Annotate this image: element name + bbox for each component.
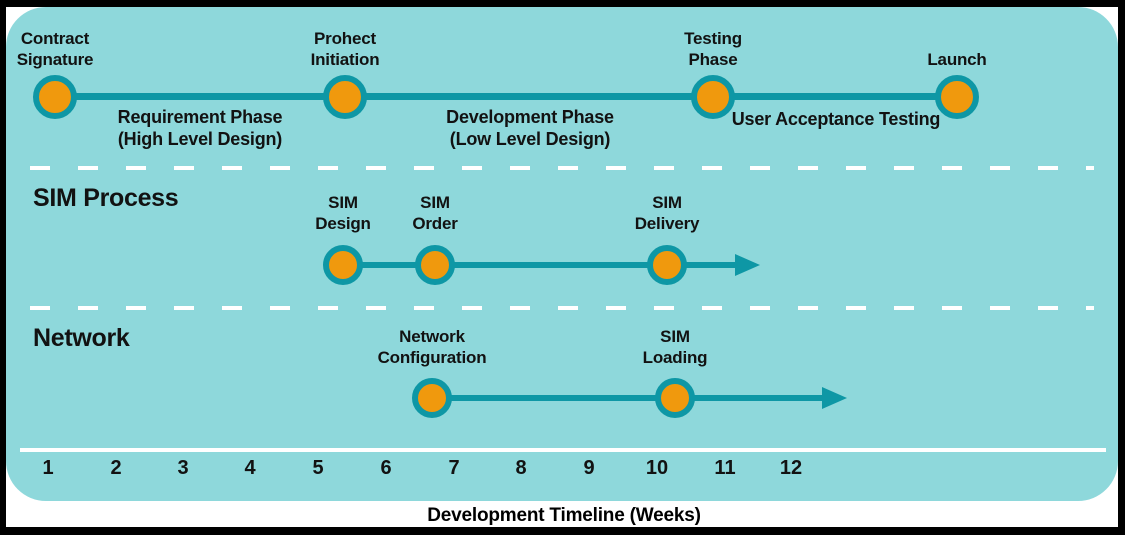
section-title-sim-process: SIM Process: [33, 184, 179, 212]
week-tick-label: 11: [714, 457, 736, 479]
main-timeline-line: [55, 93, 957, 100]
week-tick-label: 9: [583, 457, 595, 479]
network-line: [432, 395, 824, 401]
axis-title: Development Timeline (Weeks): [427, 505, 701, 526]
week-tick-label: 4: [244, 457, 256, 479]
week-tick-label: 7: [448, 457, 460, 479]
milestone-dot-sim-loading: [655, 378, 695, 418]
week-tick-label: 3: [177, 457, 189, 479]
timeline-panel: [6, 7, 1118, 501]
milestone-dot-sim-delivery: [647, 245, 687, 285]
milestone-dot-project-initiation: [323, 75, 367, 119]
section-title-network: Network: [33, 324, 130, 352]
sim-process-line: [343, 262, 737, 268]
milestone-label-testing-phase: Testing Phase: [684, 29, 742, 69]
milestone-label-sim-loading: SIM Loading: [642, 327, 708, 367]
milestone-dot-sim-design: [323, 245, 363, 285]
week-tick-label: 2: [110, 457, 122, 479]
milestone-label-launch: Launch: [927, 50, 987, 69]
milestone-label-project-initiation: Prohect Initiation: [310, 29, 380, 69]
week-tick-label: 1: [42, 457, 54, 479]
milestone-label-contract-signature: Contract Signature: [16, 29, 94, 69]
milestone-dot-testing-phase: [691, 75, 735, 119]
milestone-dot-network-configuration: [412, 378, 452, 418]
network-arrow-head-icon: [822, 387, 847, 409]
milestone-dot-sim-order: [415, 245, 455, 285]
week-tick-label: 5: [312, 457, 324, 479]
sim-process-arrow-head-icon: [735, 254, 760, 276]
week-axis-line: [20, 448, 1106, 452]
phase-label-requirement-phase: Requirement Phase (High Level Design): [117, 107, 283, 149]
week-tick-label: 10: [645, 457, 669, 479]
milestone-label-network-configuration: Network Configuration: [377, 327, 487, 367]
week-tick-label: 6: [380, 457, 392, 479]
week-tick-label: 8: [515, 457, 527, 479]
dashed-divider-bottom: [30, 306, 1094, 310]
milestone-dot-contract-signature: [33, 75, 77, 119]
phase-label-development-phase: Development Phase (Low Level Design): [446, 107, 614, 149]
dashed-divider-top: [30, 166, 1094, 170]
milestone-label-sim-design: SIM Design: [315, 193, 371, 233]
milestone-label-sim-order: SIM Order: [412, 193, 458, 233]
week-tick-label: 12: [779, 457, 803, 479]
milestone-dot-launch: [935, 75, 979, 119]
phase-label-user-acceptance-testing: User Acceptance Testing: [731, 109, 941, 129]
milestone-label-sim-delivery: SIM Delivery: [634, 193, 700, 233]
